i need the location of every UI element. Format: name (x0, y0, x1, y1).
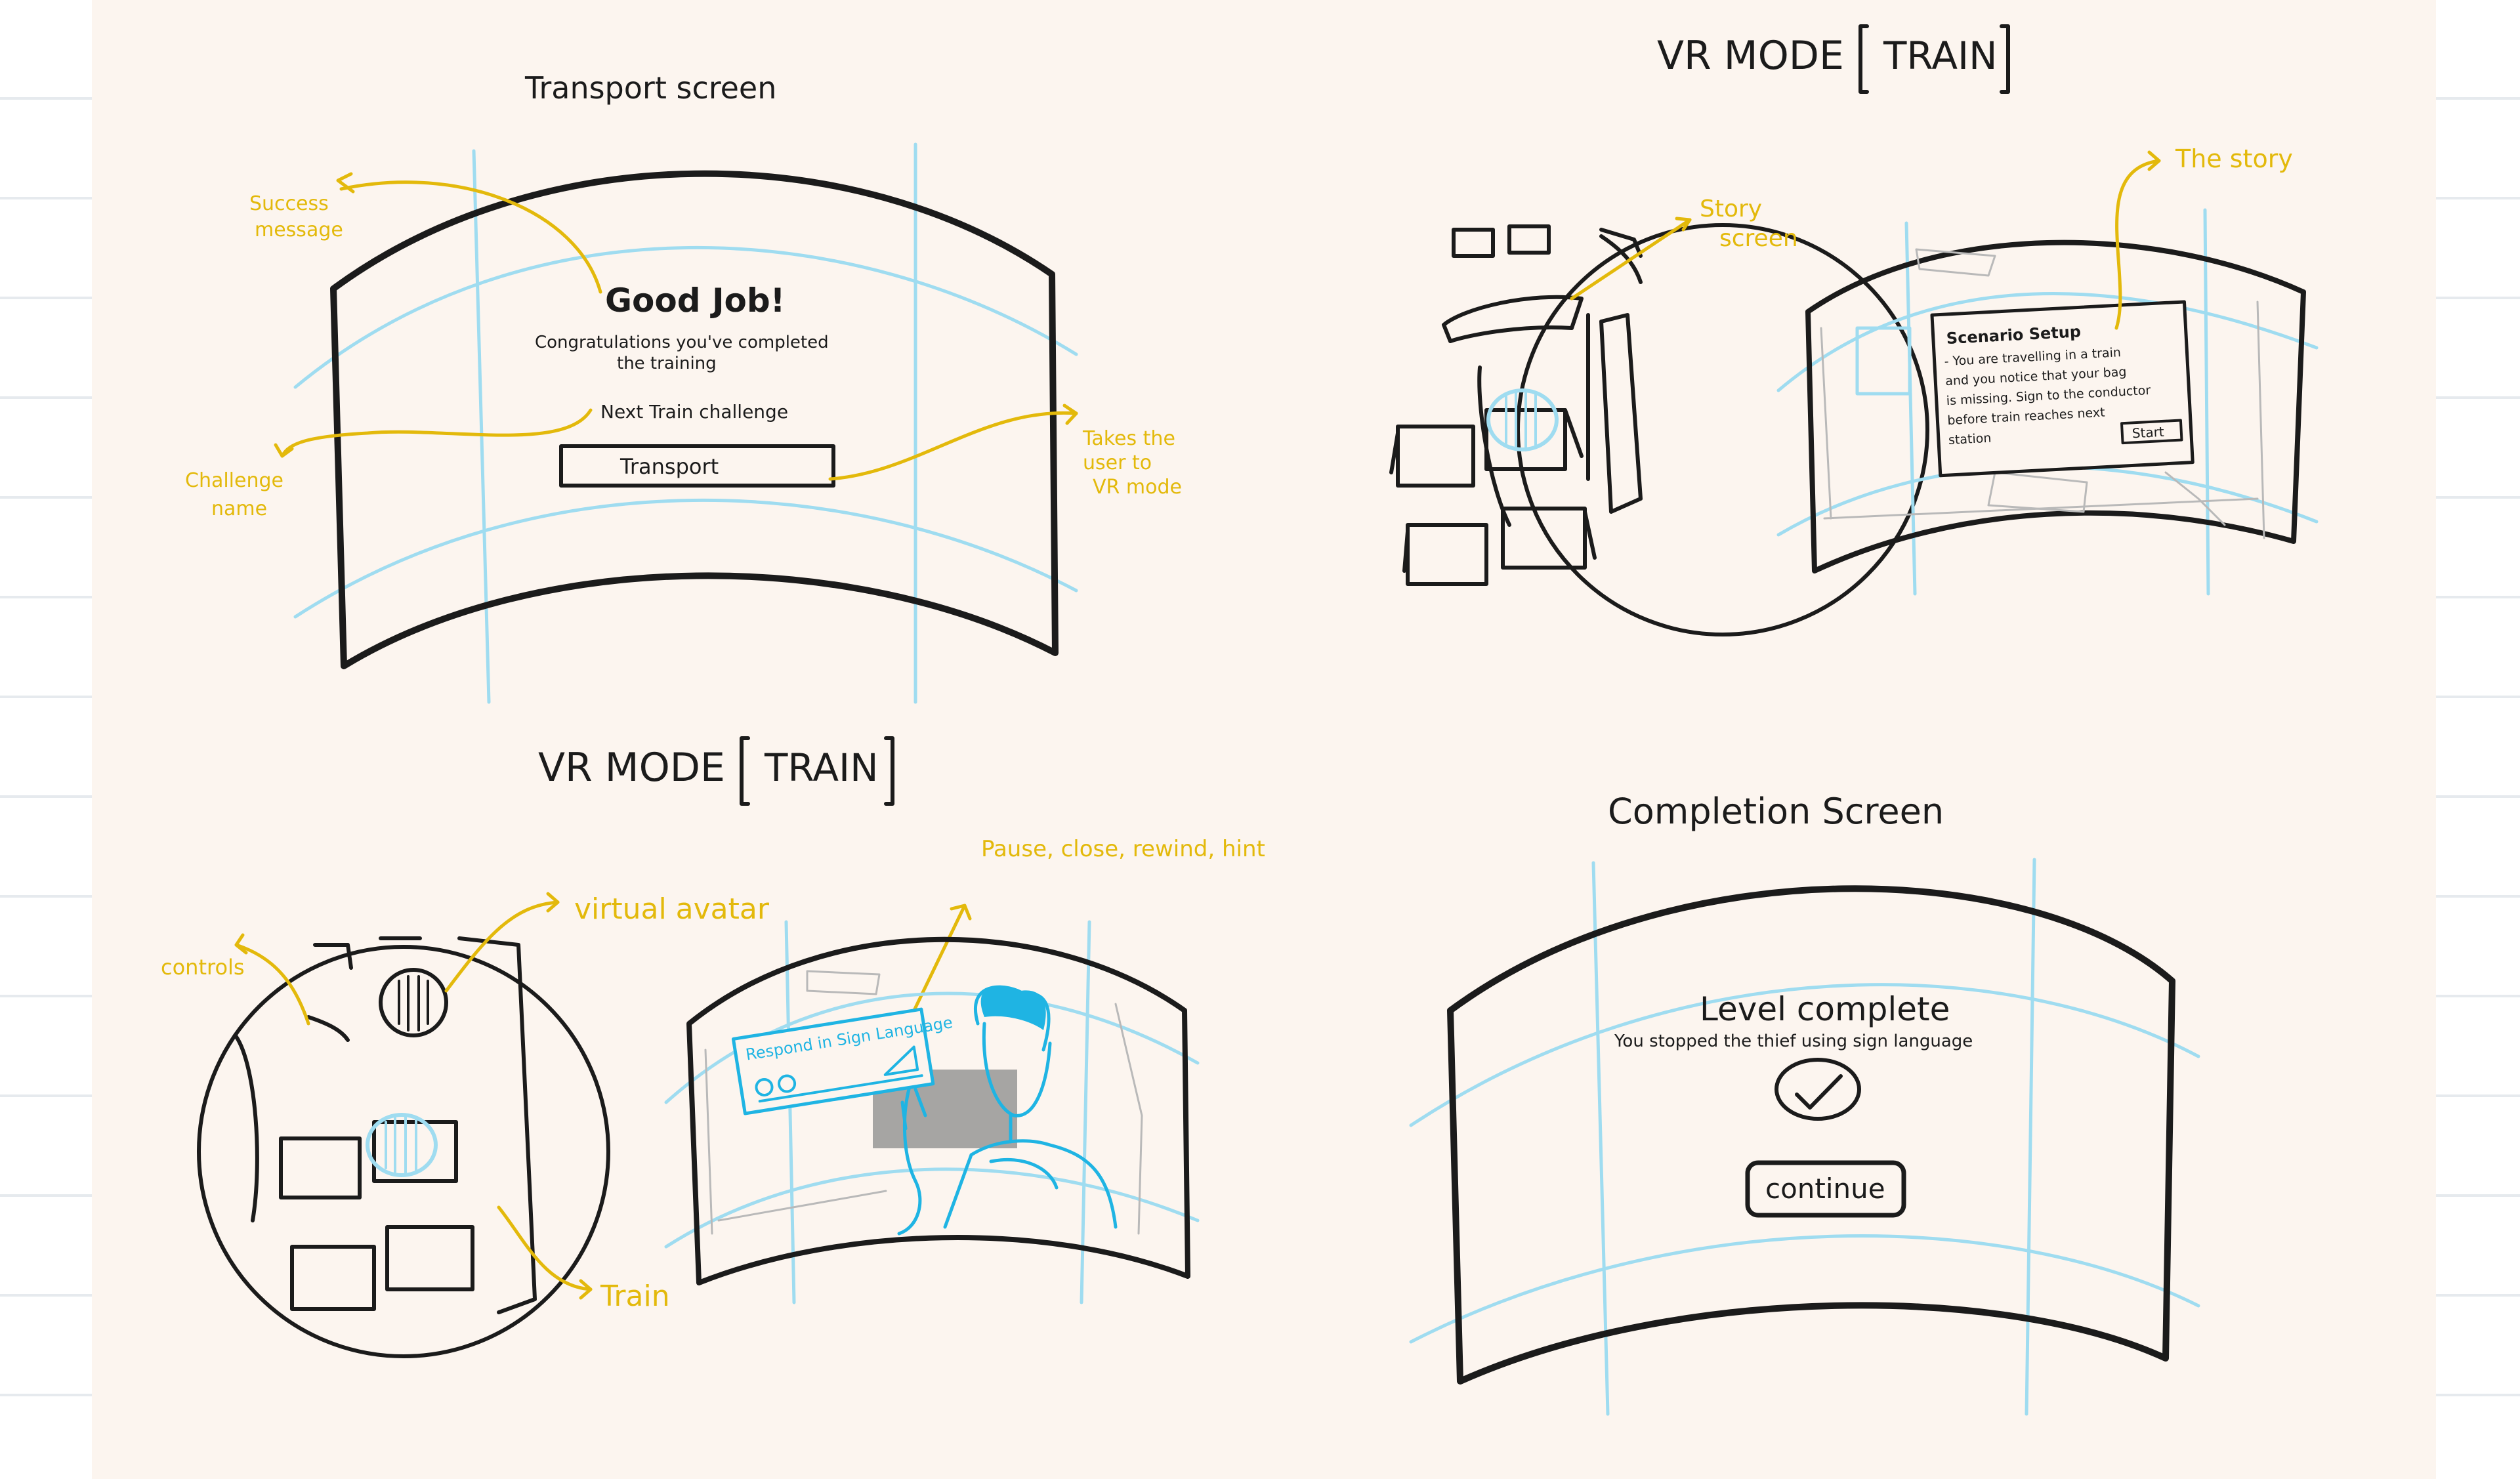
vr-top-title: VR MODE (1657, 33, 1844, 79)
completion-title: Completion Screen (1608, 791, 1944, 832)
check-circle-icon (1774, 1058, 1861, 1121)
transport-headline: Good Job! (605, 281, 786, 320)
note-train: Train (600, 1280, 670, 1313)
dialog-line5: station (1948, 431, 1991, 448)
note-story-2: screen (1719, 225, 1798, 252)
note-success-2: message (255, 219, 343, 241)
train-floorplan-bottom (197, 936, 610, 1358)
scenario-dialog: Scenario Setup - You are travelling in a… (1930, 300, 2194, 478)
sign-language-panel: Respond in Sign Language (731, 1007, 954, 1115)
note-virtual-avatar: virtual avatar (574, 892, 770, 926)
note-pause-close: Pause, close, rewind, hint (981, 836, 1265, 862)
continue-button[interactable] (1745, 1160, 1906, 1218)
note-controls: controls (161, 955, 245, 980)
ruled-margin-left (0, 0, 92, 1479)
transport-screen-sketch: Transport screen Good Job! Congratulatio… (185, 70, 1182, 704)
note-challenge-1: Challenge (185, 469, 284, 492)
vr-bottom-title: VR MODE (538, 745, 725, 791)
transport-line1: Congratulations you've completed (535, 333, 829, 352)
completion-screen-sketch: Completion Screen Level complete You sto… (1409, 791, 2200, 1416)
check-icon (1795, 1074, 1843, 1110)
transport-button-label: Transport (620, 454, 719, 479)
note-takes-1: Takes the (1082, 427, 1175, 450)
transport-line2: the training (617, 354, 717, 373)
transport-challenge-name: Next Train challenge (600, 401, 788, 423)
pause-icon[interactable] (755, 1077, 774, 1096)
continue-label: continue (1765, 1173, 1885, 1205)
vr-mode-bottom-sketch: VR MODE TRAIN contr (161, 736, 1265, 1358)
note-challenge-2: name (211, 497, 267, 520)
vr-mode-top-sketch: VR MODE TRAIN Story scre (1389, 24, 2319, 636)
volume-icon[interactable] (881, 1045, 919, 1076)
paper-sheet (92, 0, 2436, 1479)
note-takes-3: VR mode (1093, 476, 1182, 499)
train-floorplan-top (1389, 223, 1929, 636)
completion-subtitle: You stopped the thief using sign languag… (1614, 1031, 1973, 1051)
transport-title: Transport screen (524, 70, 776, 106)
dialog-start-button[interactable] (2120, 419, 2183, 445)
transport-button[interactable] (559, 444, 835, 488)
note-takes-2: user to (1083, 451, 1152, 474)
note-success-1: Success (249, 192, 329, 215)
dialog-start-label: Start (2132, 424, 2164, 442)
vr-top-title-train: TRAIN (1883, 33, 1998, 78)
rewind-icon[interactable] (778, 1074, 797, 1093)
note-story-1: Story (1700, 196, 1762, 222)
ruled-margin-right (2436, 0, 2520, 1479)
completion-headline: Level complete (1700, 990, 1950, 1028)
note-the-story: The story (2175, 144, 2293, 173)
vr-bottom-title-train: TRAIN (764, 745, 879, 790)
